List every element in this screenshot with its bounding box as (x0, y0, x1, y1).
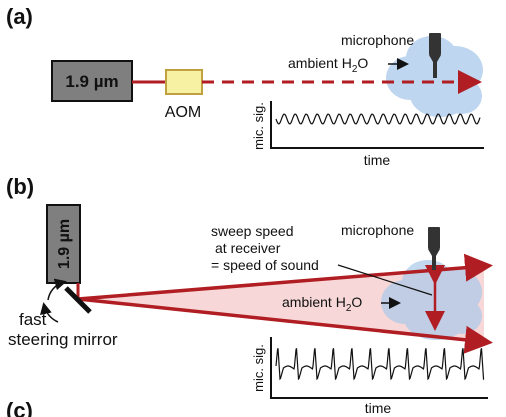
beam-fan (78, 266, 484, 342)
rotation-arrow-up (47, 278, 67, 301)
laser-wavelength: 1.9 µm (65, 72, 118, 91)
panel-b: (b) 1.9 µm fast steering mirror sweep sp… (6, 174, 493, 416)
microphone-icon-b (428, 227, 440, 270)
trace-a-xlabel: time (364, 152, 391, 168)
trace-b-xlabel: time (365, 400, 392, 416)
sweep-label-line3: = speed of sound (211, 257, 319, 273)
beam-upper (77, 253, 493, 301)
aom-box (165, 69, 203, 95)
mirror-label-line1: fast (19, 310, 47, 329)
sweep-leader-line (337, 264, 433, 296)
trace-b-signal (275, 348, 485, 381)
steering-mirror-icon (64, 286, 92, 314)
microphone-label-b: microphone (341, 222, 414, 238)
beam-lower (77, 297, 493, 354)
rotation-arrow-down (40, 302, 59, 323)
panel-c-label: (c) (6, 398, 33, 417)
trace-b-ylabel: mic. sig. (251, 344, 266, 392)
sweep-label-line2: at receiver (215, 240, 281, 256)
sweep-label-line1: sweep speed (211, 223, 294, 239)
trace-a-ylabel: mic. sig. (251, 102, 266, 150)
laser-box (51, 60, 133, 102)
ambient-label-b: ambient H2O (282, 294, 362, 314)
laser-wavelength-b: 1.9 µm (56, 219, 73, 269)
mirror-label-line2: steering mirror (8, 330, 118, 349)
trace-a-signal (275, 113, 481, 125)
panel-b-label: (b) (6, 174, 34, 199)
microphone-icon (429, 33, 441, 78)
panel-a: (a) 1.9 µm AOM microphone ambient H2O (6, 4, 484, 168)
microphone-label: microphone (341, 32, 414, 48)
aom-label: AOM (165, 104, 201, 121)
laser-box-b (46, 204, 81, 284)
panel-a-label: (a) (6, 4, 33, 29)
ambient-label: ambient H2O (288, 55, 368, 75)
